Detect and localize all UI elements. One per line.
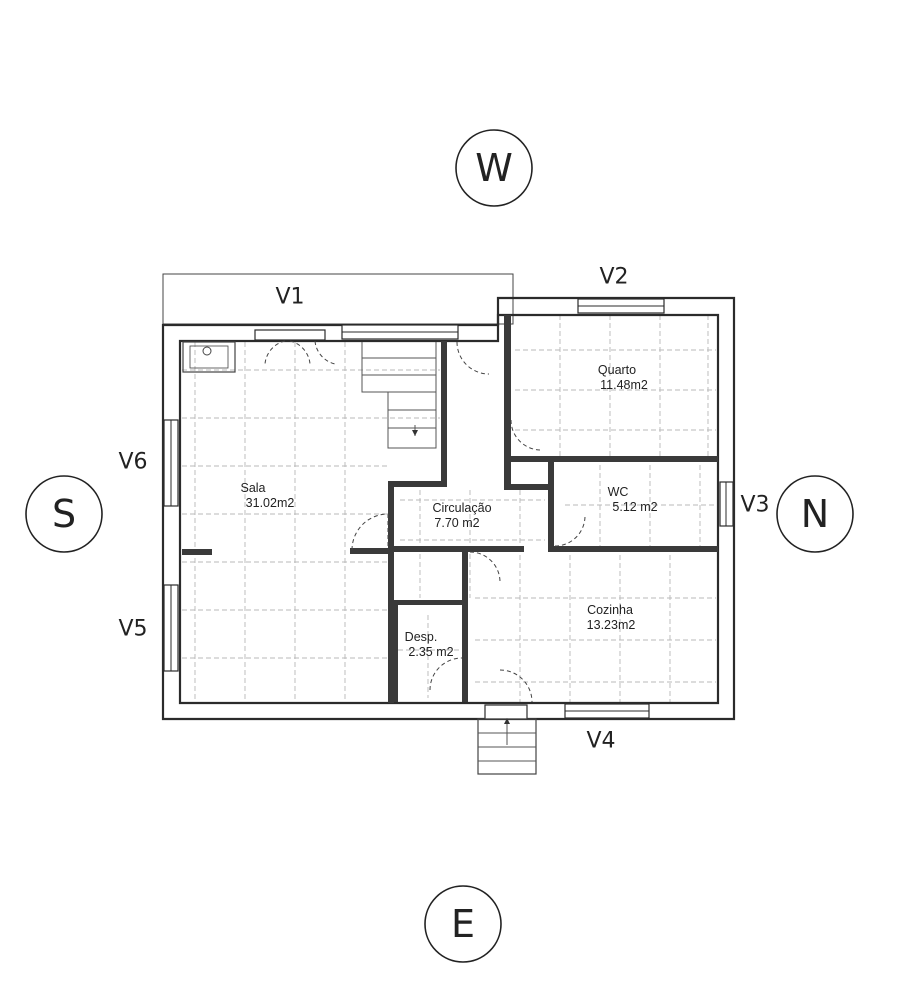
compass-north-label: N — [801, 492, 829, 536]
room-cozinha-name: Cozinha — [587, 603, 633, 617]
room-quarto-area: 11.48m2 — [600, 378, 648, 392]
compass-east-circle — [424, 885, 502, 963]
door-swings — [264, 340, 586, 703]
room-desp-area: 2.35 m2 — [408, 645, 453, 659]
interior-walls — [182, 315, 718, 703]
window-label-v4: V4 — [586, 729, 615, 754]
room-cozinha-area: 13.23m2 — [587, 618, 636, 632]
window-label-v6: V6 — [118, 450, 147, 475]
window-label-v1: V1 — [275, 285, 304, 310]
compass-north-circle — [776, 475, 854, 553]
compass-south: S — [25, 475, 103, 553]
compass-west-circle — [455, 129, 533, 207]
exterior-walls — [161, 273, 736, 721]
room-sala-area: 31.02m2 — [246, 496, 295, 510]
window-label-v2: V2 — [599, 265, 628, 290]
compass-west: W — [455, 129, 533, 207]
fireplace-symbol — [182, 341, 236, 373]
room-wc-name: WC — [608, 485, 629, 499]
room-circulacao-area: 7.70 m2 — [434, 516, 479, 530]
compass-east: E — [424, 885, 502, 963]
window-label-v5: V5 — [118, 617, 147, 642]
room-circulacao-name: Circulação — [432, 501, 491, 515]
room-quarto-name: Quarto — [598, 363, 636, 377]
compass-east-label: E — [451, 902, 475, 946]
room-desp-name: Desp. — [405, 630, 438, 644]
compass-west-label: W — [475, 146, 513, 190]
compass-north: N — [776, 475, 854, 553]
interior-staircase — [361, 342, 437, 449]
entrance-steps — [477, 704, 537, 775]
compass-south-circle — [25, 475, 103, 553]
floor-tile-grid — [182, 315, 716, 702]
room-wc-area: 5.12 m2 — [612, 500, 657, 514]
compass-south-label: S — [52, 492, 76, 536]
window-label-v3: V3 — [740, 493, 769, 518]
window-openings — [163, 298, 734, 719]
room-sala-name: Sala — [240, 481, 265, 495]
